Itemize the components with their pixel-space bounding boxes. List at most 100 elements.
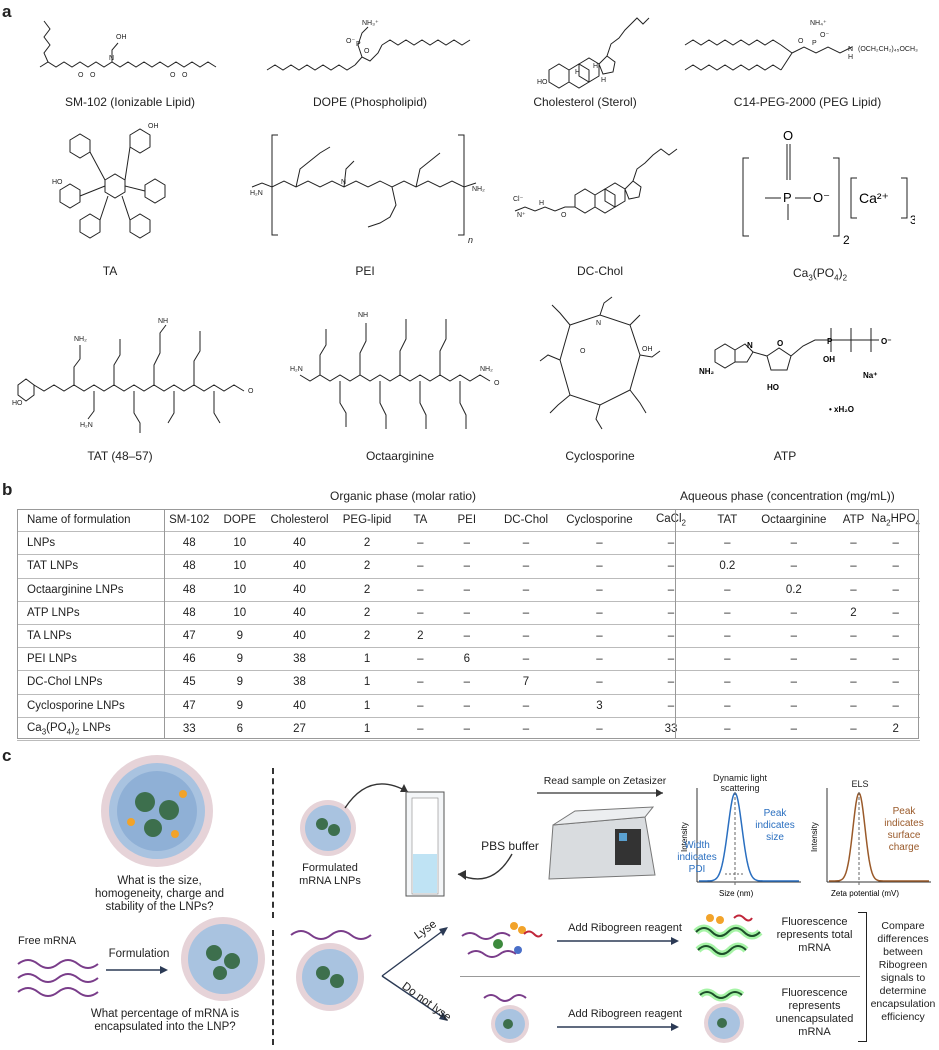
els-y-label: Intensity xyxy=(810,822,819,852)
dashed-divider-top xyxy=(272,768,274,918)
value-cell: – xyxy=(702,647,753,672)
value-cell: 1 xyxy=(334,647,400,672)
value-cell: – xyxy=(492,531,560,556)
value-cell: – xyxy=(871,670,920,695)
value-cell: 2 xyxy=(871,717,920,741)
value-cell: 10 xyxy=(214,531,265,556)
value-cell: – xyxy=(399,578,442,602)
dope-structure: NH₃⁺ O P O⁻ xyxy=(266,20,471,71)
value-cell: 2 xyxy=(334,554,400,579)
atp-label-n: N xyxy=(747,341,753,350)
caption-dope: DOPE (Phospholipid) xyxy=(312,95,428,109)
octa-label-h2n: H₂N xyxy=(290,366,303,373)
dls-graph: Intensity Size (nm) xyxy=(680,788,801,898)
value-cell: 7 xyxy=(492,670,560,695)
value-cell: 27 xyxy=(264,717,335,741)
value-cell: 2 xyxy=(835,601,872,625)
value-cell: 48 xyxy=(163,554,215,579)
col-header: Cyclosporine xyxy=(559,509,640,533)
value-cell: – xyxy=(752,647,836,672)
value-cell: – xyxy=(835,624,872,649)
value-cell: – xyxy=(702,624,753,649)
value-cell: – xyxy=(492,717,560,741)
peg-label-o: O xyxy=(798,38,804,45)
value-cell: – xyxy=(639,554,703,579)
zetasizer-instrument xyxy=(548,806,656,880)
value-cell: 48 xyxy=(163,531,215,556)
value-cell: 48 xyxy=(163,601,215,625)
lnp-particle-formulated xyxy=(300,800,356,856)
value-cell: – xyxy=(441,531,493,556)
col-header: DC-Chol xyxy=(492,509,560,533)
peg-label-chain: (OCH₂CH₂)₄₅OCH₃ xyxy=(858,46,918,53)
value-cell: 45 xyxy=(163,670,215,695)
col-header: Name of formulation xyxy=(17,509,164,533)
value-cell: 40 xyxy=(264,601,335,625)
value-cell: – xyxy=(752,531,836,556)
formulation-name-cell: DC-Chol LNPs xyxy=(17,670,164,695)
sm102-structure: OH N O O O O xyxy=(39,20,217,79)
atp-label-p: P xyxy=(827,337,833,346)
dope-label-p: P xyxy=(356,41,361,48)
value-cell: 3 xyxy=(559,694,640,718)
label-formulation: Formulation xyxy=(108,948,170,960)
value-cell: 47 xyxy=(163,694,215,718)
els-graph: Intensity Zeta potential (mV) xyxy=(810,788,931,898)
cyclosporine-structure: N O OH xyxy=(539,296,661,430)
value-cell: 2 xyxy=(334,624,400,649)
formulation-name-cell: PEI LNPs xyxy=(17,647,164,672)
value-cell: – xyxy=(871,624,920,649)
value-cell: – xyxy=(702,694,753,718)
ta-label-ho: HO xyxy=(52,179,63,186)
peg-label-h: H xyxy=(848,54,853,61)
glowing-total-mrna xyxy=(693,914,763,958)
value-cell: – xyxy=(835,717,872,741)
formulation-table: Name of formulation SM-102 DOPE Choleste… xyxy=(17,509,920,741)
dcchol-label-o: O xyxy=(561,212,567,219)
value-cell: – xyxy=(702,578,753,602)
value-cell: 0.2 xyxy=(702,554,753,579)
value-cell: – xyxy=(835,670,872,695)
arrow-formulation xyxy=(106,966,168,974)
value-cell: – xyxy=(559,647,640,672)
branch-separator xyxy=(460,976,860,977)
arrow-pbs xyxy=(457,853,513,880)
col-header: PEI xyxy=(441,509,493,533)
value-cell: 33 xyxy=(639,717,703,741)
value-cell: – xyxy=(399,717,442,741)
els-title: ELS xyxy=(851,779,869,789)
value-cell: 9 xyxy=(214,670,265,695)
dls-title: Dynamic light scattering xyxy=(712,773,768,793)
value-cell: – xyxy=(752,694,836,718)
dls-x-label: Size (nm) xyxy=(719,889,754,898)
chol-label-h3: H xyxy=(601,77,606,84)
atp-label-na: Na⁺ xyxy=(863,371,877,380)
formulation-name-cell: TAT LNPs xyxy=(17,554,164,579)
col-header: SM-102 xyxy=(163,509,215,533)
value-cell: – xyxy=(871,601,920,625)
col-header: TA xyxy=(399,509,442,533)
sm102-label-oh: OH xyxy=(116,34,127,41)
tat-label-nh2: NH₂ xyxy=(74,336,87,343)
panel-label-b: b xyxy=(2,480,13,499)
peg-structure: NH₄⁺ O P O⁻ (OCH₂CH₂)₄₅OCH₃ N H xyxy=(684,20,918,71)
value-cell: 46 xyxy=(163,647,215,672)
unlysed-lnp xyxy=(483,994,529,1043)
atp-label-ominus: O⁻ xyxy=(881,337,891,346)
value-cell: 40 xyxy=(264,531,335,556)
value-cell: 40 xyxy=(264,554,335,579)
value-cell: – xyxy=(399,694,442,718)
peg-label-nh4: NH₄⁺ xyxy=(810,20,827,27)
panel-label-c: c xyxy=(2,746,12,765)
col-header-na2hpo4: Na2HPO4 xyxy=(871,509,920,533)
lysed-components xyxy=(461,922,543,958)
value-cell: 40 xyxy=(264,578,335,602)
col-header: ATP xyxy=(835,509,872,533)
caption-cholesterol: Cholesterol (Sterol) xyxy=(533,95,637,109)
ca3po42-structure: O O⁻ P 2 Ca²⁺ 3 xyxy=(742,128,915,247)
caption-pei: PEI xyxy=(355,264,375,278)
